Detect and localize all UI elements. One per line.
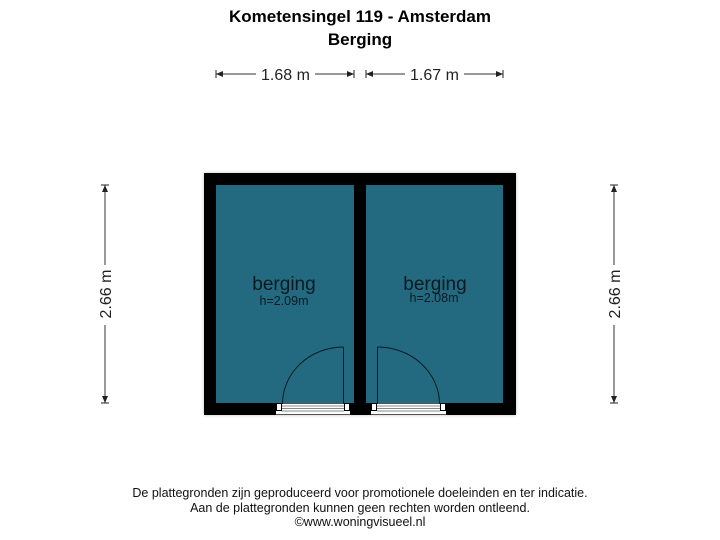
plan-title: Kometensingel 119 - Amsterdam bbox=[228, 7, 491, 26]
dimension-right: 2.66 m bbox=[607, 184, 624, 404]
room-left-name: berging bbox=[252, 274, 315, 295]
dimension-top-right: 1.67 m bbox=[365, 67, 504, 84]
middle-wall-base bbox=[350, 403, 371, 415]
door-swing-left bbox=[282, 346, 344, 405]
door-swing-right bbox=[377, 346, 440, 405]
room-left-floor bbox=[216, 185, 354, 403]
disclaimer-line-2: Aan de plattegronden kunnen geen rechten… bbox=[190, 500, 530, 515]
dimension-top-left: 1.68 m bbox=[215, 67, 355, 84]
dimension-label-top-right: 1.67 m bbox=[410, 67, 459, 84]
room-right-floor bbox=[366, 185, 503, 403]
copyright-link[interactable]: ©www.woningvisueel.nl bbox=[294, 515, 426, 529]
dimension-label-left: 2.66 m bbox=[98, 270, 115, 319]
door-right bbox=[371, 346, 446, 415]
dimension-left: 2.66 m bbox=[98, 184, 115, 404]
disclaimer-footer: De plattegronden zijn geproduceerd voor … bbox=[0, 486, 720, 530]
room-right-name: berging bbox=[403, 274, 466, 295]
dimension-label-top-left: 1.68 m bbox=[261, 67, 310, 84]
dimension-label-right: 2.66 m bbox=[607, 270, 624, 319]
plan-subtitle: Berging bbox=[327, 30, 393, 49]
disclaimer-line-1: De plattegronden zijn geproduceerd voor … bbox=[132, 486, 588, 500]
door-left bbox=[276, 346, 350, 415]
room-right-height: h=2.08m bbox=[410, 291, 459, 305]
room-left-height: h=2.09m bbox=[260, 294, 309, 308]
